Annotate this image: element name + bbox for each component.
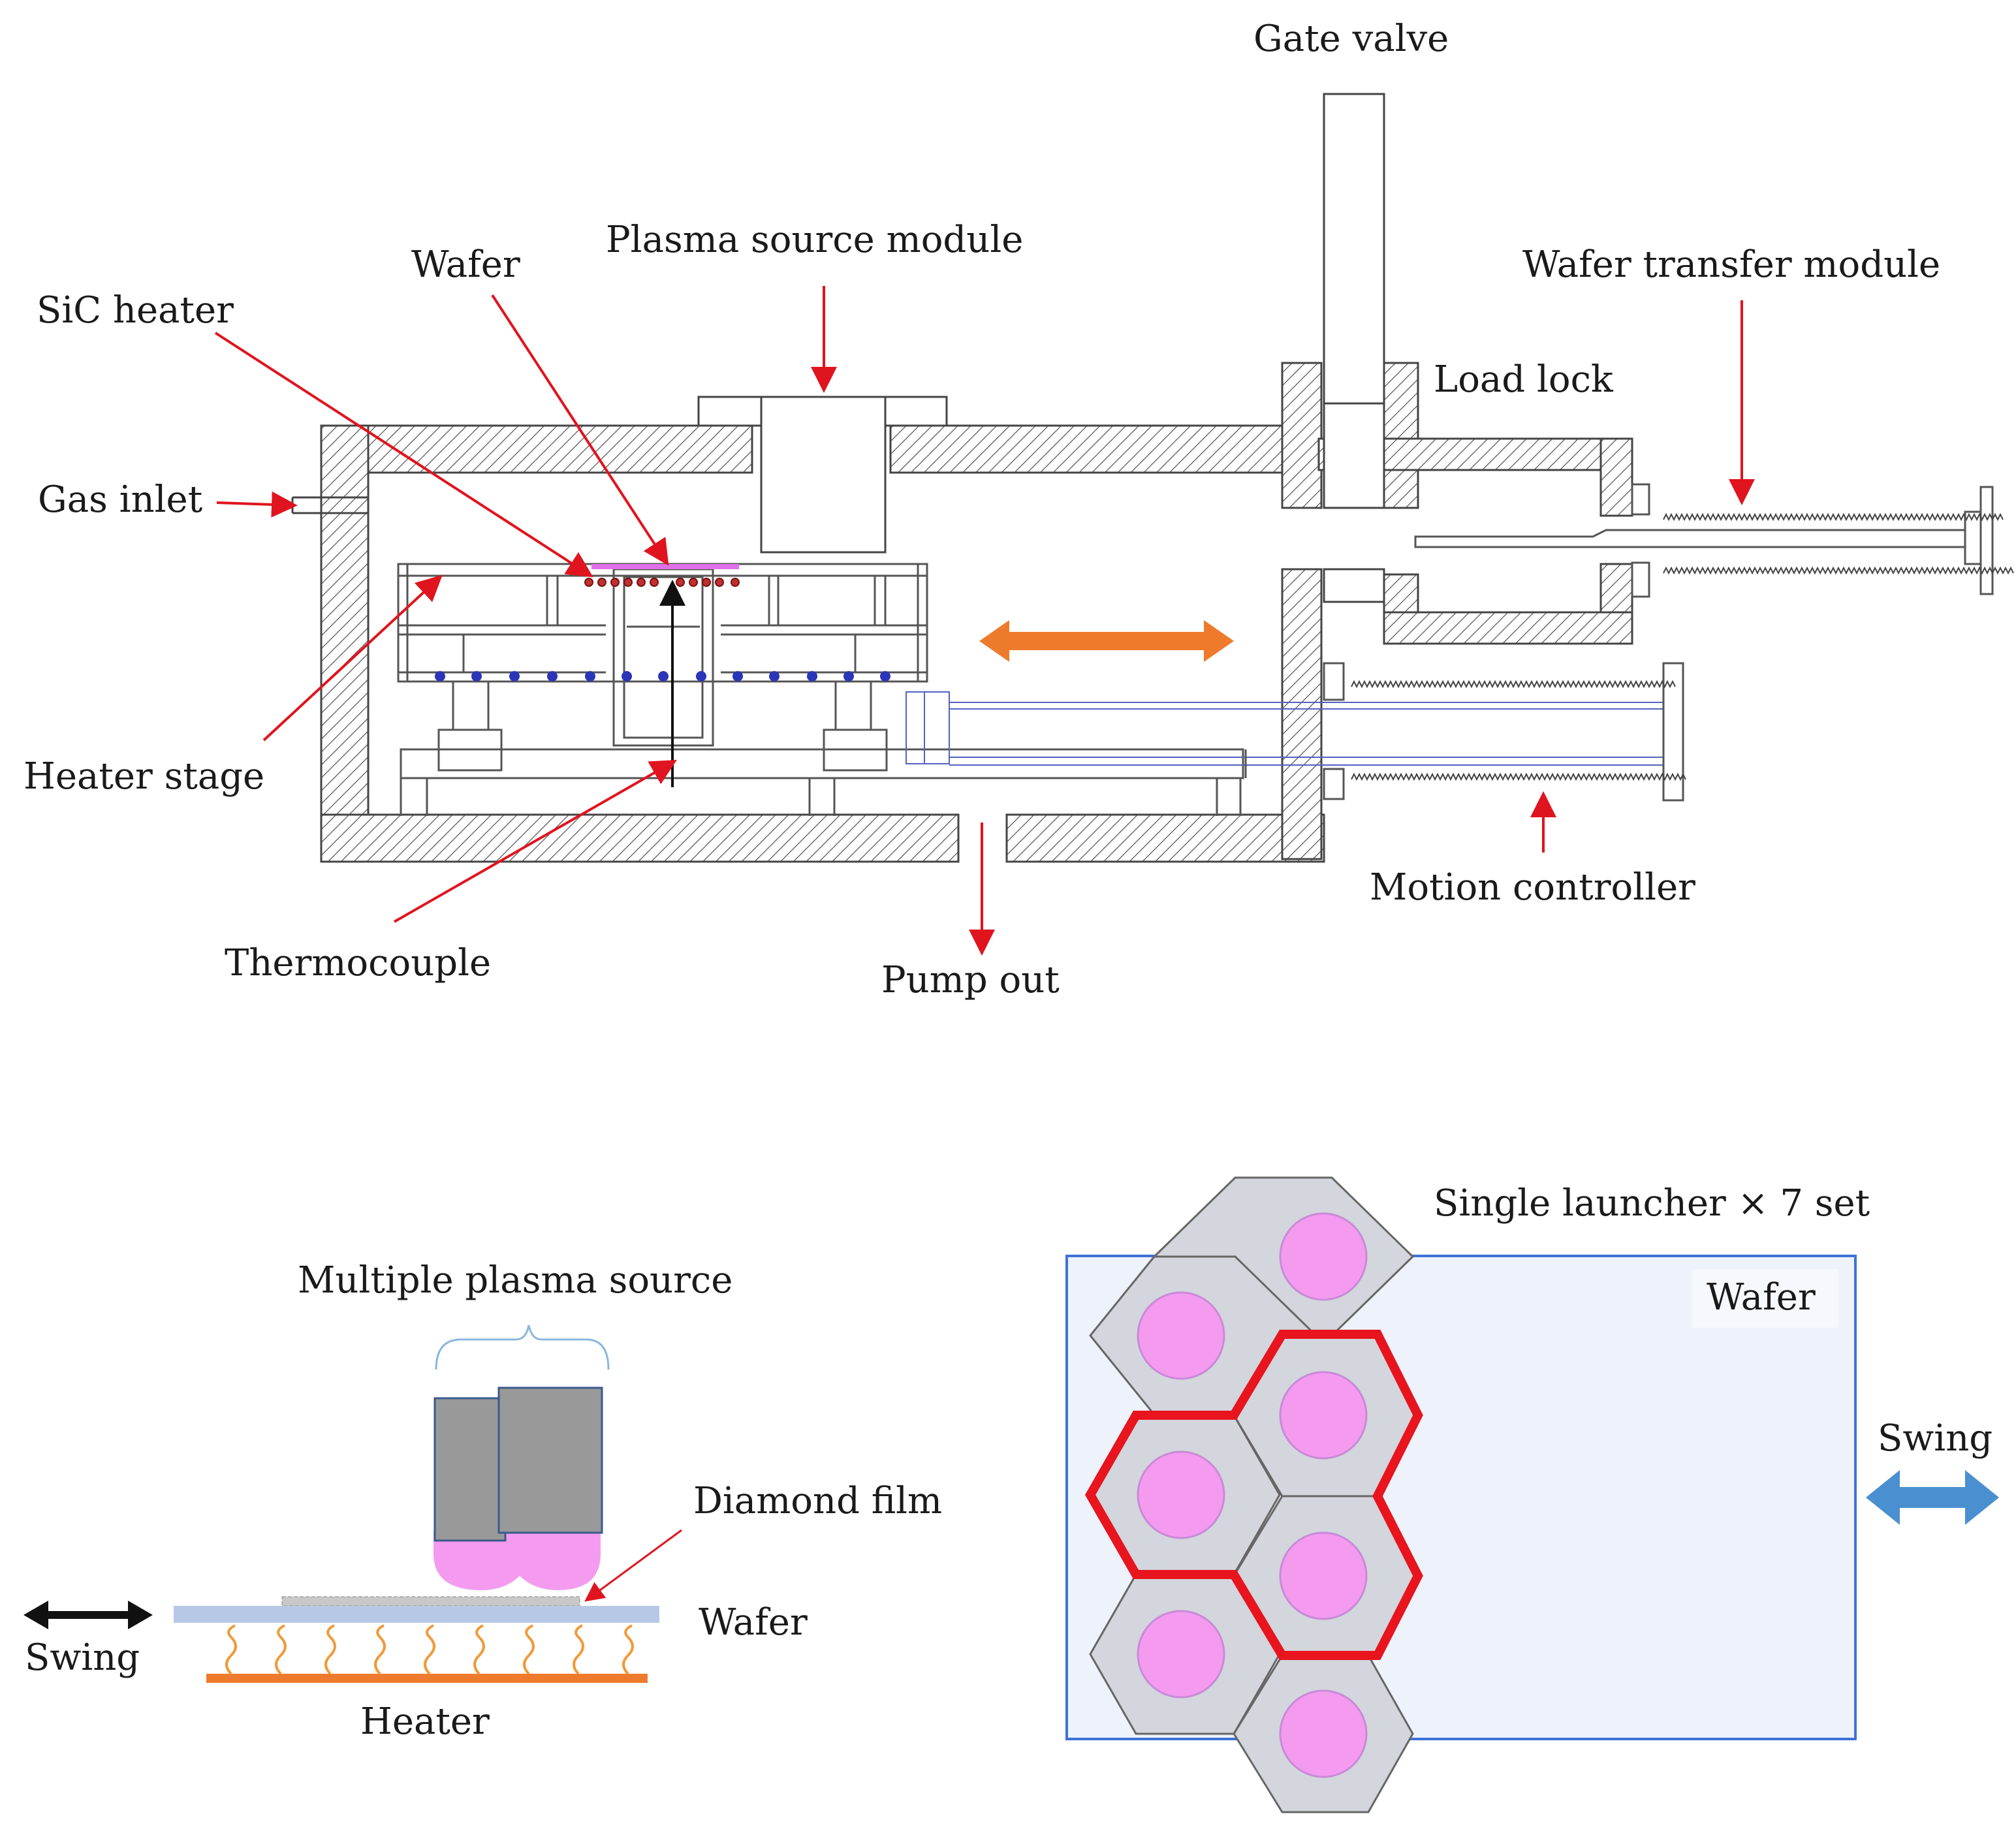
- launcher-back: [433, 1397, 507, 1542]
- motion-bellows: [1351, 680, 1676, 689]
- thermocouple-label: Thermocouple: [225, 942, 491, 984]
- wafer-label-bottom-left: Wafer: [699, 1601, 808, 1644]
- launcher-3: [1233, 1333, 1419, 1497]
- plasma-source-module-label: Plasma source module: [606, 219, 1023, 261]
- chamber-diagram: Gate valve Plasma source module Wafer Wa…: [24, 18, 2014, 1001]
- swing-arrow-left: [24, 1601, 153, 1629]
- launcher-front: [497, 1386, 603, 1534]
- diamond-film: [281, 1596, 580, 1606]
- diamond-film-label: Diamond film: [693, 1480, 942, 1522]
- callout-arrows: [214, 286, 1755, 956]
- cooling-elements: [435, 671, 890, 682]
- swing-label-right: Swing: [1878, 1417, 1992, 1460]
- motion-shaft: [906, 691, 1663, 766]
- heat-waves: [225, 1624, 634, 1675]
- motion-direction-arrow: [979, 620, 1234, 662]
- gas-inlet-label: Gas inlet: [38, 478, 203, 521]
- wafer-transfer-module-label: Wafer transfer module: [1522, 243, 1940, 286]
- load-lock-label: Load lock: [1434, 358, 1614, 401]
- launcher-array-diagram: Single launcher × 7 set Wafer Swing: [1065, 1176, 1999, 1813]
- wafer-bar: [174, 1606, 659, 1623]
- multiple-plasma-source-diagram: Multiple plasma source Diamond film: [24, 1259, 942, 1743]
- gate-valve: [1323, 93, 1385, 405]
- pump-out-label: Pump out: [881, 959, 1060, 1001]
- multiple-plasma-source-label: Multiple plasma source: [298, 1259, 732, 1302]
- single-launcher-label: Single launcher × 7 set: [1434, 1182, 1870, 1225]
- heater-stage: [397, 563, 1244, 816]
- chamber-walls: [320, 362, 1633, 863]
- highlighted-launcher-group: [1084, 1330, 1423, 1660]
- launcher-6: [1089, 1573, 1281, 1735]
- source-brace: [435, 1324, 610, 1370]
- launcher-7: [1233, 1654, 1414, 1813]
- sic-heater-elements: [584, 578, 740, 587]
- swing-label-left: Swing: [25, 1637, 140, 1679]
- motion-controller-label: Motion controller: [1370, 866, 1695, 909]
- wafer-label-box: [1692, 1269, 1838, 1328]
- wafer-transfer-arm: [1414, 483, 1994, 598]
- swing-arrow-right: [1866, 1470, 1999, 1525]
- plasma-glow: [433, 1530, 601, 1590]
- heater-stage-label: Heater stage: [24, 755, 264, 798]
- wafer-label-bottom-right: Wafer: [1707, 1276, 1816, 1319]
- sic-heater-label: SiC heater: [37, 289, 234, 332]
- wafer-label-top: Wafer: [411, 243, 520, 286]
- gate-valve-label: Gate valve: [1253, 18, 1449, 60]
- heater-bar: [206, 1674, 648, 1683]
- heater-label: Heater: [360, 1700, 490, 1743]
